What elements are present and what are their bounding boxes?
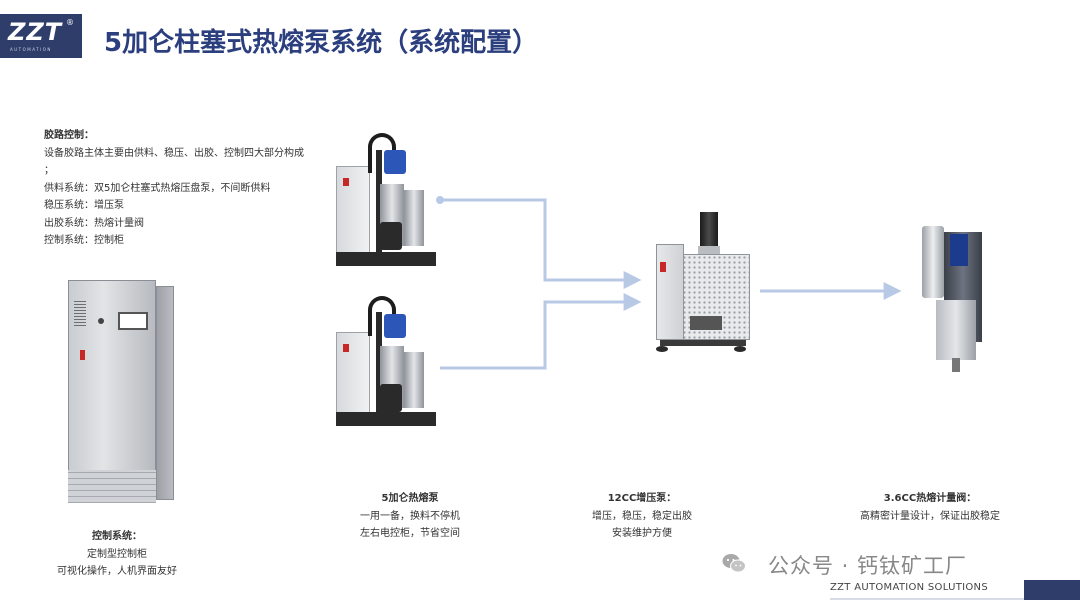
booster-top-fitting xyxy=(698,246,720,256)
booster-housing xyxy=(676,254,750,340)
circuit-heading: 胶路控制： xyxy=(44,130,94,141)
watermark-text: 公众号 · 钙钛矿工厂 xyxy=(768,554,968,578)
circuit-description: 胶路控制： 设备胶路主体主要由供料、稳压、出胶、控制四大部分构成 ； 供料系统：… xyxy=(44,127,304,250)
footer-company-text: ZZT AUTOMATION SOLUTIONS xyxy=(830,582,988,593)
footer-accent-bar xyxy=(1024,580,1080,600)
logo-text: ZZT xyxy=(8,18,63,46)
pump-base xyxy=(336,412,436,426)
pump-cabinet xyxy=(336,166,370,254)
circuit-line: ； xyxy=(44,165,54,176)
caption-title: 3.6CC热熔计量阀： xyxy=(883,493,977,504)
pump-column xyxy=(376,150,382,254)
footer-divider xyxy=(830,598,1080,600)
circuit-line: 出胶系统：热熔计量阀 xyxy=(44,217,144,229)
circuit-line: 控制系统：控制柜 xyxy=(44,235,124,246)
caption-line: 安装维护方便 xyxy=(612,528,672,539)
pump-base xyxy=(336,252,436,266)
booster-pipe xyxy=(700,212,718,252)
valve-head xyxy=(936,300,976,360)
pump-cylinder-right xyxy=(404,190,424,246)
cabinet-caption: 控制系统： 定制型控制柜 可视化操作，人机界面友好 xyxy=(42,528,192,581)
caption-title: 控制系统： xyxy=(92,531,142,542)
cabinet-grill xyxy=(68,470,156,503)
caption-line: 一用一备，换料不停机 xyxy=(360,510,460,522)
caption-line: 定制型控制柜 xyxy=(87,548,147,560)
valve-caption: 3.6CC热熔计量阀： 高精密计量设计，保证出胶稳定 xyxy=(850,490,1010,525)
booster-foot xyxy=(656,346,668,352)
cabinet-red-switch xyxy=(80,350,85,360)
booster-caption: 12CC增压泵： 增压，稳压，稳定出胶 安装维护方便 xyxy=(572,490,712,543)
caption-line: 可视化操作，人机界面友好 xyxy=(57,566,177,577)
pump-red-switch xyxy=(343,178,349,186)
caption-line: 高精密计量设计，保证出胶稳定 xyxy=(860,510,1000,522)
booster-connector xyxy=(690,316,722,330)
flow-line-top-pump xyxy=(440,198,642,289)
logo-registered-mark: ® xyxy=(66,18,74,27)
pump-drum xyxy=(380,384,402,412)
cabinet-side xyxy=(156,286,174,500)
booster-stand xyxy=(660,340,746,346)
pump-motor xyxy=(384,314,406,338)
pump-cylinder-right xyxy=(404,352,424,408)
pump-column xyxy=(376,312,382,414)
page-title: 5加仑柱塞式热熔泵系统（系统配置） xyxy=(104,28,539,58)
pump-drum xyxy=(380,222,402,250)
logo-subtitle: AUTOMATION xyxy=(10,47,52,52)
caption-title: 12CC增压泵： xyxy=(607,493,677,504)
company-logo: ZZT ® AUTOMATION xyxy=(0,14,82,58)
cabinet-button xyxy=(98,318,104,324)
valve-cylinder xyxy=(922,226,944,298)
pump-motor xyxy=(384,150,406,174)
wechat-icon xyxy=(722,554,746,573)
caption-line: 增压，稳压，稳定出胶 xyxy=(592,510,692,522)
valve-nozzle xyxy=(952,358,960,372)
cabinet-vent xyxy=(74,300,86,326)
cabinet-screen xyxy=(118,312,148,330)
flow-line-bottom-pump xyxy=(440,293,642,370)
booster-front-panel xyxy=(656,244,684,340)
caption-line: 左右电控柜，节省空间 xyxy=(360,528,460,539)
pump-red-switch xyxy=(343,344,349,352)
caption-title: 5加仑热熔泵 xyxy=(381,493,439,504)
booster-foot xyxy=(734,346,746,352)
pump-cabinet xyxy=(336,332,370,414)
pump-caption: 5加仑热熔泵 一用一备，换料不停机 左右电控柜，节省空间 xyxy=(340,490,480,543)
circuit-line: 供料系统：双5加仑柱塞式热熔压盘泵，不间断供料 xyxy=(44,182,271,194)
circuit-line: 稳压系统：增压泵 xyxy=(44,200,124,211)
circuit-line: 设备胶路主体主要由供料、稳压、出胶、控制四大部分构成 xyxy=(44,147,304,159)
valve-blue-block xyxy=(950,234,968,266)
booster-red-switch xyxy=(660,262,666,272)
